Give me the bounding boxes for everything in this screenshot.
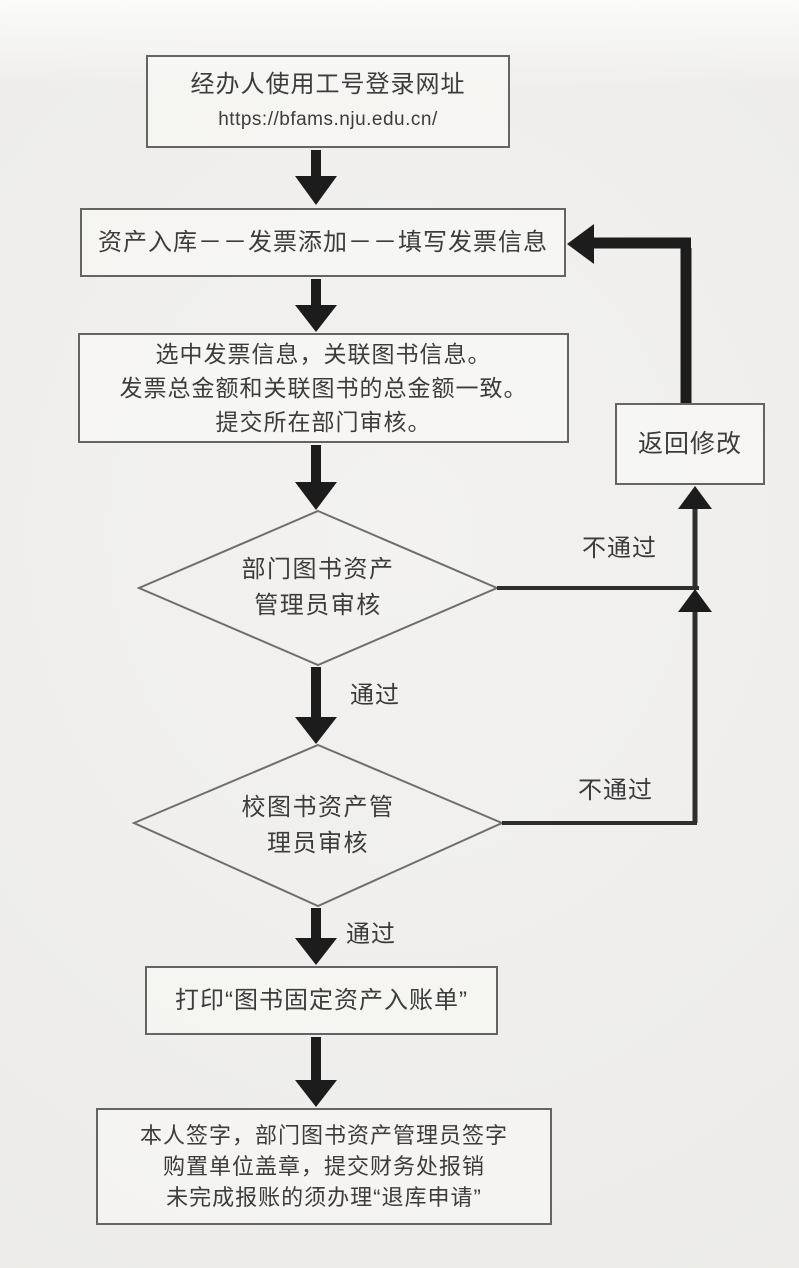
- node-dept-review-line1: 部门图书资产: [241, 556, 395, 583]
- node-dept-review: 部门图书资产 管理员审核: [139, 511, 497, 665]
- diamond-dept-review-outline: [136, 509, 500, 667]
- node-school-review-line2: 理员审核: [267, 829, 369, 857]
- arrow-invoice-to-link-head: [295, 305, 337, 332]
- label-pass-2: 通过: [346, 921, 396, 948]
- fail-merge-arrowhead: [678, 589, 712, 612]
- node-invoice-entry: 资产入库－－发票添加－－填写发票信息: [80, 208, 566, 277]
- label-fail-1: 不通过: [582, 535, 657, 562]
- node-invoice-entry-line1: 资产入库－－发票添加－－填写发票信息: [98, 229, 548, 256]
- node-login: 经办人使用工号登录网址 https://bfams.nju.edu.cn/: [146, 55, 510, 148]
- arrow-login-to-invoice-head: [295, 176, 337, 205]
- arrow-link-to-dept-head: [295, 482, 337, 510]
- node-sign-submit-line1: 本人签字，部门图书资产管理员签字: [139, 1123, 508, 1148]
- node-link-books-line2: 发票总金额和关联图书的总金额一致。: [119, 375, 528, 401]
- node-return-modify-line1: 返回修改: [637, 429, 742, 458]
- node-sign-submit-line2: 购置单位盖章，提交财务处报销: [162, 1154, 485, 1179]
- diamond-school-review-outline: [131, 743, 505, 908]
- label-fail-2: 不通过: [578, 777, 653, 804]
- arrow-school-to-print-head: [295, 938, 337, 965]
- node-print-receipt-line1: 打印“图书固定资产入账单”: [175, 987, 468, 1014]
- node-login-url: https://bfams.nju.edu.cn/: [218, 108, 438, 130]
- arrow-dept-to-school-head: [295, 717, 337, 744]
- node-dept-review-line2: 管理员审核: [254, 592, 382, 619]
- return-box-arrowhead: [678, 486, 712, 509]
- node-print-receipt: 打印“图书固定资产入账单”: [145, 966, 498, 1035]
- arrow-print-to-sign-head: [295, 1080, 337, 1107]
- node-return-modify: 返回修改: [615, 403, 765, 485]
- node-school-review-line1: 校图书资产管: [241, 793, 395, 821]
- label-pass-1: 通过: [350, 682, 400, 709]
- node-link-books-line3: 提交所在部门审核。: [215, 409, 432, 435]
- loop-arrowhead: [567, 224, 594, 264]
- node-link-books-line1: 选中发票信息，关联图书信息。: [155, 341, 492, 367]
- node-sign-submit-line3: 未完成报账的须办理“退库申请”: [166, 1185, 482, 1210]
- node-link-books: 选中发票信息，关联图书信息。 发票总金额和关联图书的总金额一致。 提交所在部门审…: [78, 333, 569, 443]
- node-school-review: 校图书资产管 理员审核: [134, 745, 502, 906]
- node-sign-submit: 本人签字，部门图书资产管理员签字 购置单位盖章，提交财务处报销 未完成报账的须办…: [96, 1108, 552, 1225]
- node-login-line1: 经办人使用工号登录网址: [190, 70, 466, 98]
